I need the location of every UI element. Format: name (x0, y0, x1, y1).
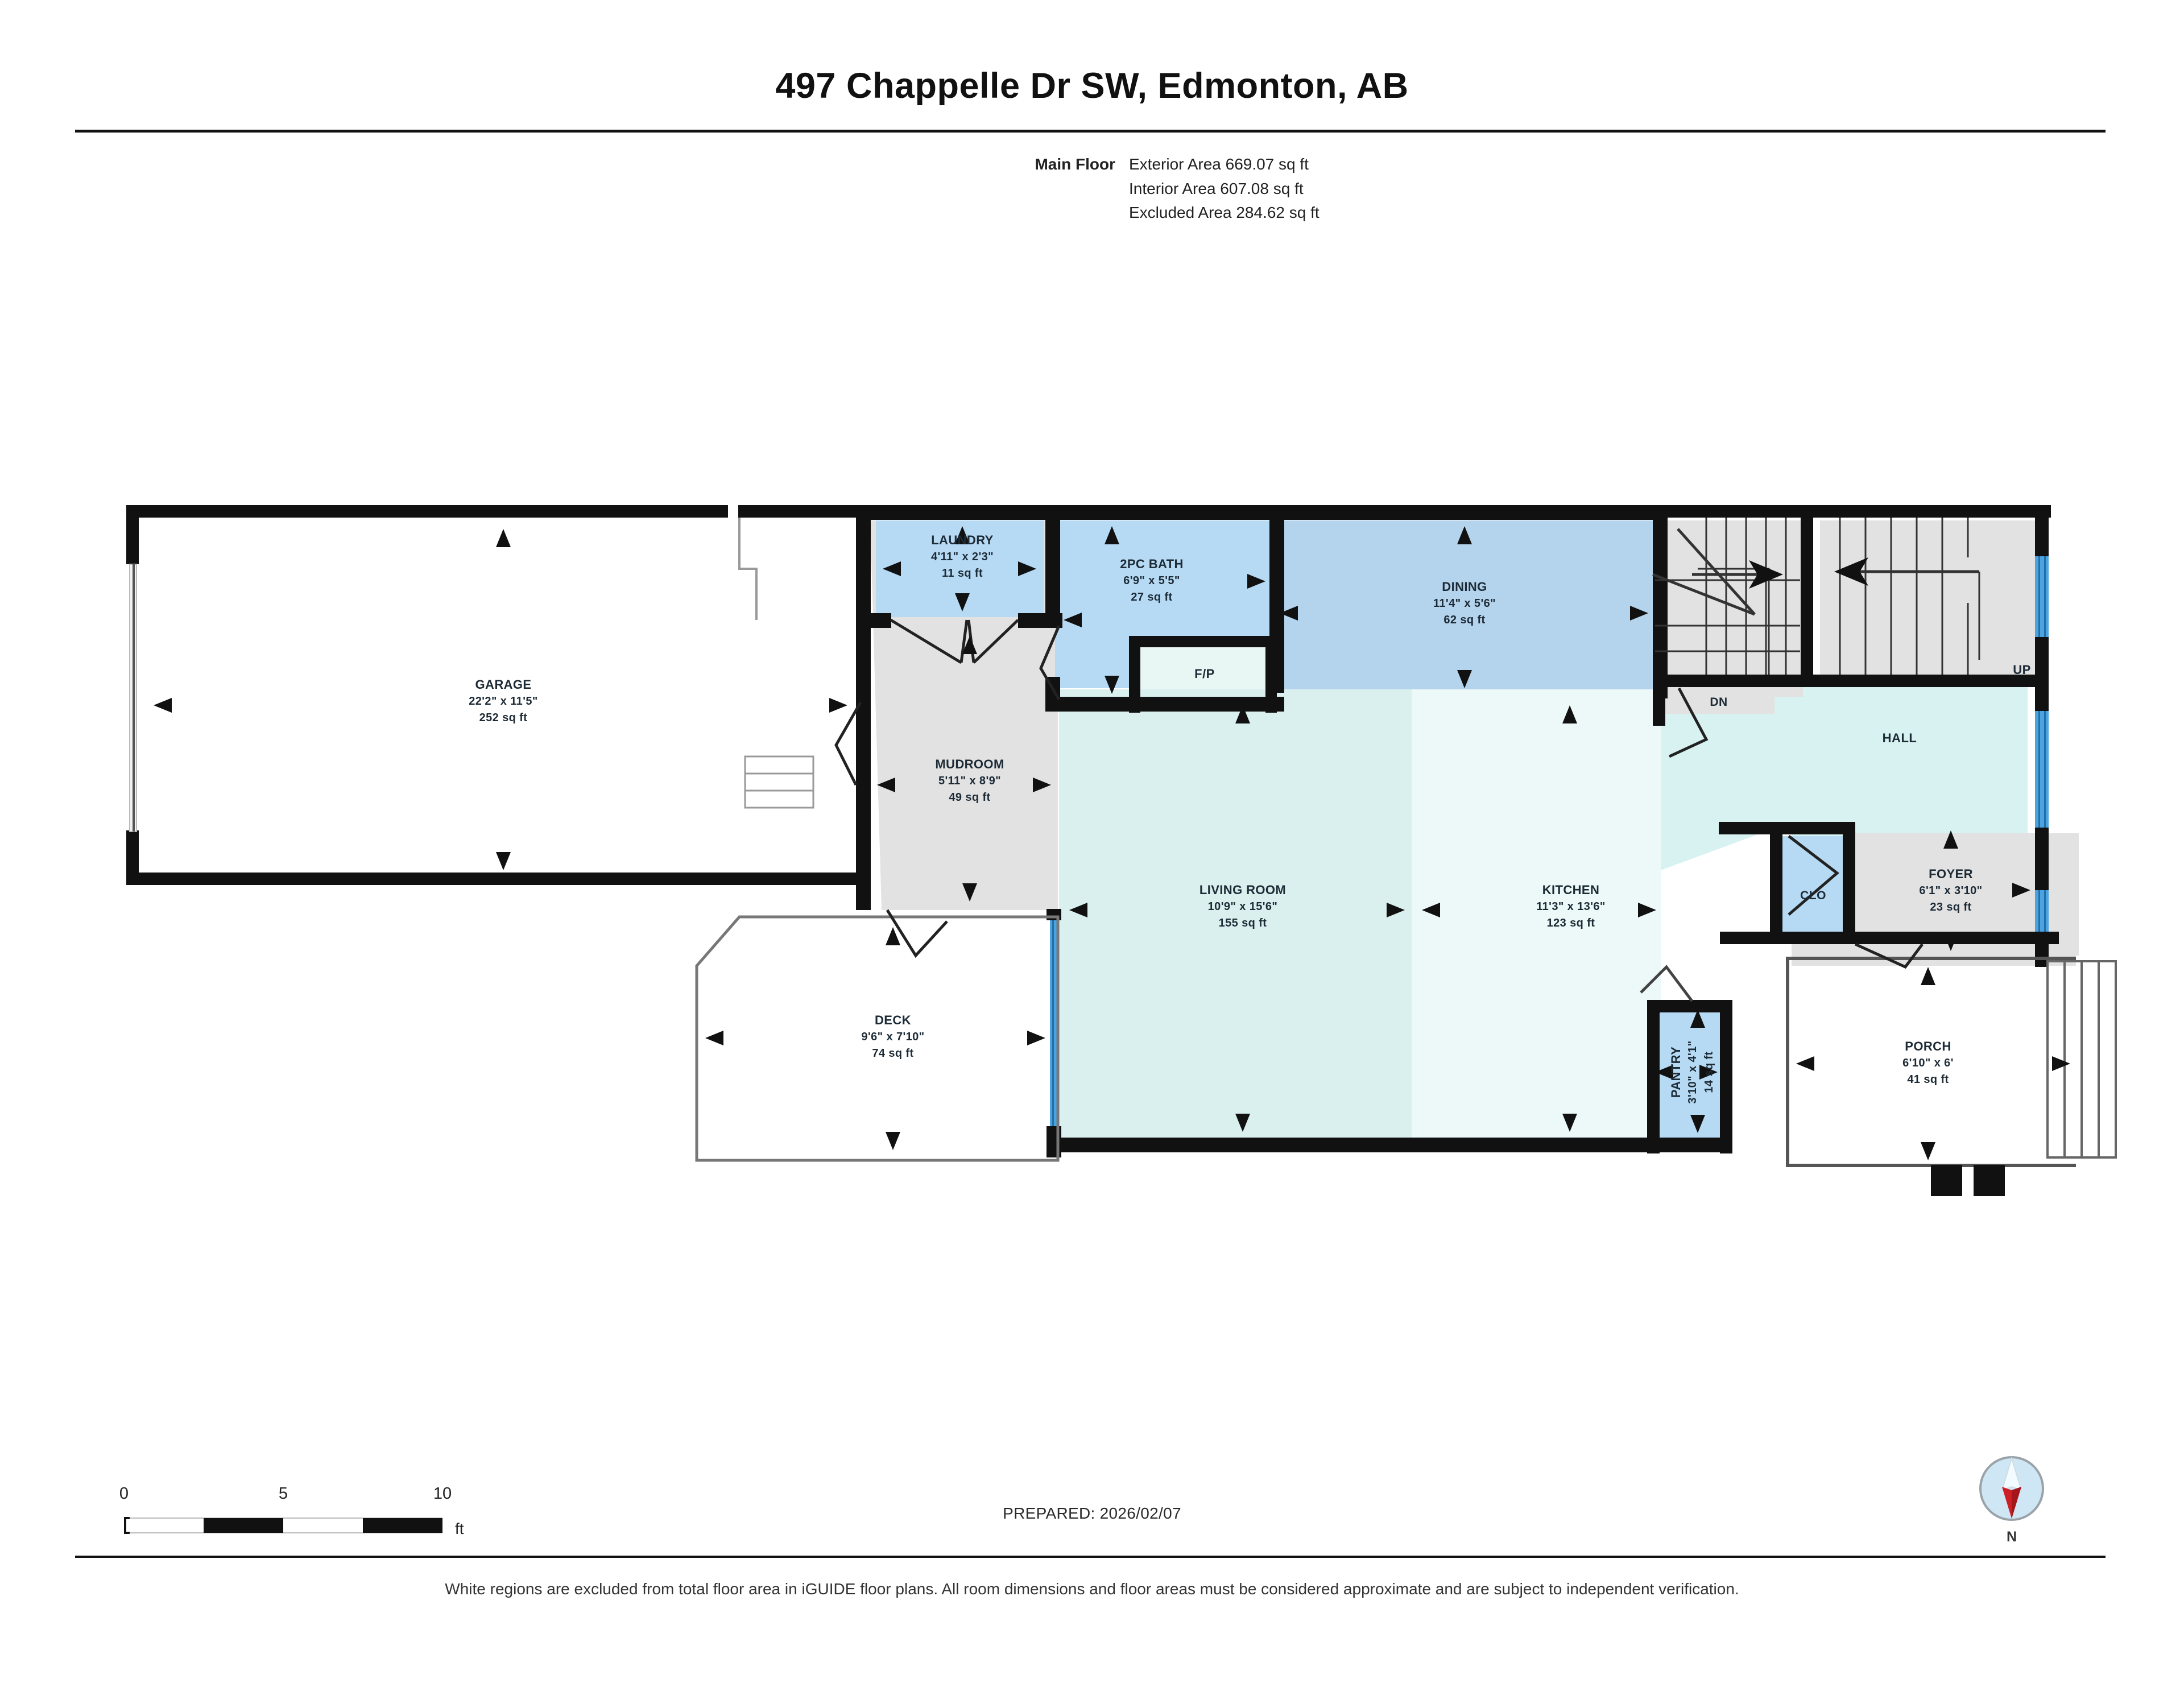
hall-tag: HALL (1882, 731, 1917, 745)
floor-label: Main Floor (1035, 155, 1115, 173)
room-dimensions: 9'6" x 7'10" (861, 1031, 925, 1044)
room-dimensions: 11'4" x 5'6" (1433, 597, 1496, 610)
room-area: 49 sq ft (949, 791, 991, 804)
room-area: 11 sq ft (941, 567, 983, 580)
room-name: DECK (875, 1012, 911, 1027)
fireplace-tag: F/P (1194, 667, 1215, 681)
room-label-laundry: LAUNDRY 4'11" x 2'3" 11 sq ft (931, 531, 994, 581)
scale-tick-labels: 0 5 10 (102, 1485, 466, 1507)
stairs-up-tag: UP (2013, 663, 2031, 677)
room-dimensions: 10'9" x 15'6" (1207, 900, 1278, 913)
room-dimensions: 22'2" x 11'5" (469, 695, 538, 708)
closet-tag: CLO (1800, 889, 1826, 902)
room-name: DINING (1442, 579, 1487, 594)
room-label-dining: DINING 11'4" x 5'6" 62 sq ft (1433, 578, 1496, 628)
scale-unit-label: ft (455, 1520, 464, 1537)
stairs-down-tag: DN (1710, 696, 1728, 709)
scale-bar (123, 1516, 443, 1535)
room-label-mudroom: MUDROOM 5'11" x 8'9" 49 sq ft (935, 755, 1004, 805)
room-label-living-room: LIVING ROOM 10'9" x 15'6" 155 sq ft (1199, 881, 1286, 931)
room-label-foyer: FOYER 6'1" x 3'10" 23 sq ft (1919, 865, 1982, 915)
room-label-garage: GARAGE 22'2" x 11'5" 252 sq ft (469, 676, 538, 726)
exterior-area-text: Exterior Area 669.07 sq ft (1129, 155, 1309, 173)
summary-row-excluded: Excluded Area 284.62 sq ft (987, 201, 1320, 225)
summary-spacer (987, 177, 1115, 201)
room-area: 23 sq ft (1930, 900, 1972, 913)
floor-area-summary: Main Floor Exterior Area 669.07 sq ft In… (987, 152, 1320, 225)
room-label-deck: DECK 9'6" x 7'10" 74 sq ft (861, 1011, 924, 1061)
room-name: 2PC BATH (1120, 556, 1184, 571)
room-area: 41 sq ft (1907, 1073, 1949, 1086)
room-name: LIVING ROOM (1199, 882, 1287, 897)
footer-divider (75, 1556, 2106, 1558)
room-area: 123 sq ft (1546, 916, 1595, 929)
room-dimensions: 6'1" x 3'10" (1919, 884, 1983, 898)
room-label-pantry: PANTRY 3'10" x 4'1" 14 sq ft (1667, 1040, 1717, 1103)
summary-row-interior: Interior Area 607.08 sq ft (987, 177, 1320, 201)
room-label-porch: PORCH 6'10" x 6' 41 sq ft (1902, 1037, 1954, 1088)
prepared-date: PREPARED: 2026/02/07 (1003, 1504, 1181, 1522)
room-area: 74 sq ft (872, 1047, 914, 1060)
room-area: 27 sq ft (1131, 590, 1173, 603)
room-name: GARAGE (475, 677, 532, 692)
room-area: 14 sq ft (1702, 1051, 1715, 1093)
room-area: 62 sq ft (1443, 613, 1486, 626)
room-dimensions: 6'9" x 5'5" (1123, 574, 1180, 588)
room-label-kitchen: KITCHEN 11'3" x 13'6" 123 sq ft (1536, 881, 1606, 931)
room-dimensions: 11'3" x 13'6" (1536, 900, 1606, 913)
room-dimensions: 6'10" x 6' (1902, 1057, 1954, 1070)
room-dimensions: 4'11" x 2'3" (930, 551, 994, 564)
compass-north-label: N (2006, 1529, 2017, 1545)
header-divider (75, 130, 2106, 133)
page-title: 497 Chappelle Dr SW, Edmonton, AB (775, 66, 1409, 106)
room-dimensions: 5'11" x 8'9" (938, 775, 1002, 788)
scale-tick-5: 5 (278, 1485, 288, 1503)
room-name: KITCHEN (1542, 882, 1600, 897)
room-label-2pc-bath: 2PC BATH 6'9" x 5'5" 27 sq ft (1120, 555, 1184, 605)
room-name: PANTRY (1668, 1046, 1683, 1098)
compass-rose (1975, 1452, 2049, 1525)
room-area: 155 sq ft (1218, 916, 1267, 929)
room-name: PORCH (1905, 1039, 1951, 1053)
interior-area-text: Interior Area 607.08 sq ft (1129, 179, 1304, 197)
summary-row-exterior: Main Floor Exterior Area 669.07 sq ft (987, 152, 1320, 177)
room-name: LAUNDRY (931, 532, 994, 547)
room-name: FOYER (1929, 866, 1973, 881)
summary-spacer-2 (987, 201, 1115, 225)
scale-tick-0: 0 (119, 1485, 129, 1503)
scale-tick-10: 10 (433, 1485, 452, 1503)
room-area: 252 sq ft (479, 711, 528, 724)
disclaimer-text: White regions are excluded from total fl… (445, 1580, 1739, 1598)
room-dimensions: 3'10" x 4'1" (1686, 1040, 1699, 1104)
room-name: MUDROOM (935, 756, 1004, 771)
excluded-area-text: Excluded Area 284.62 sq ft (1129, 204, 1320, 222)
